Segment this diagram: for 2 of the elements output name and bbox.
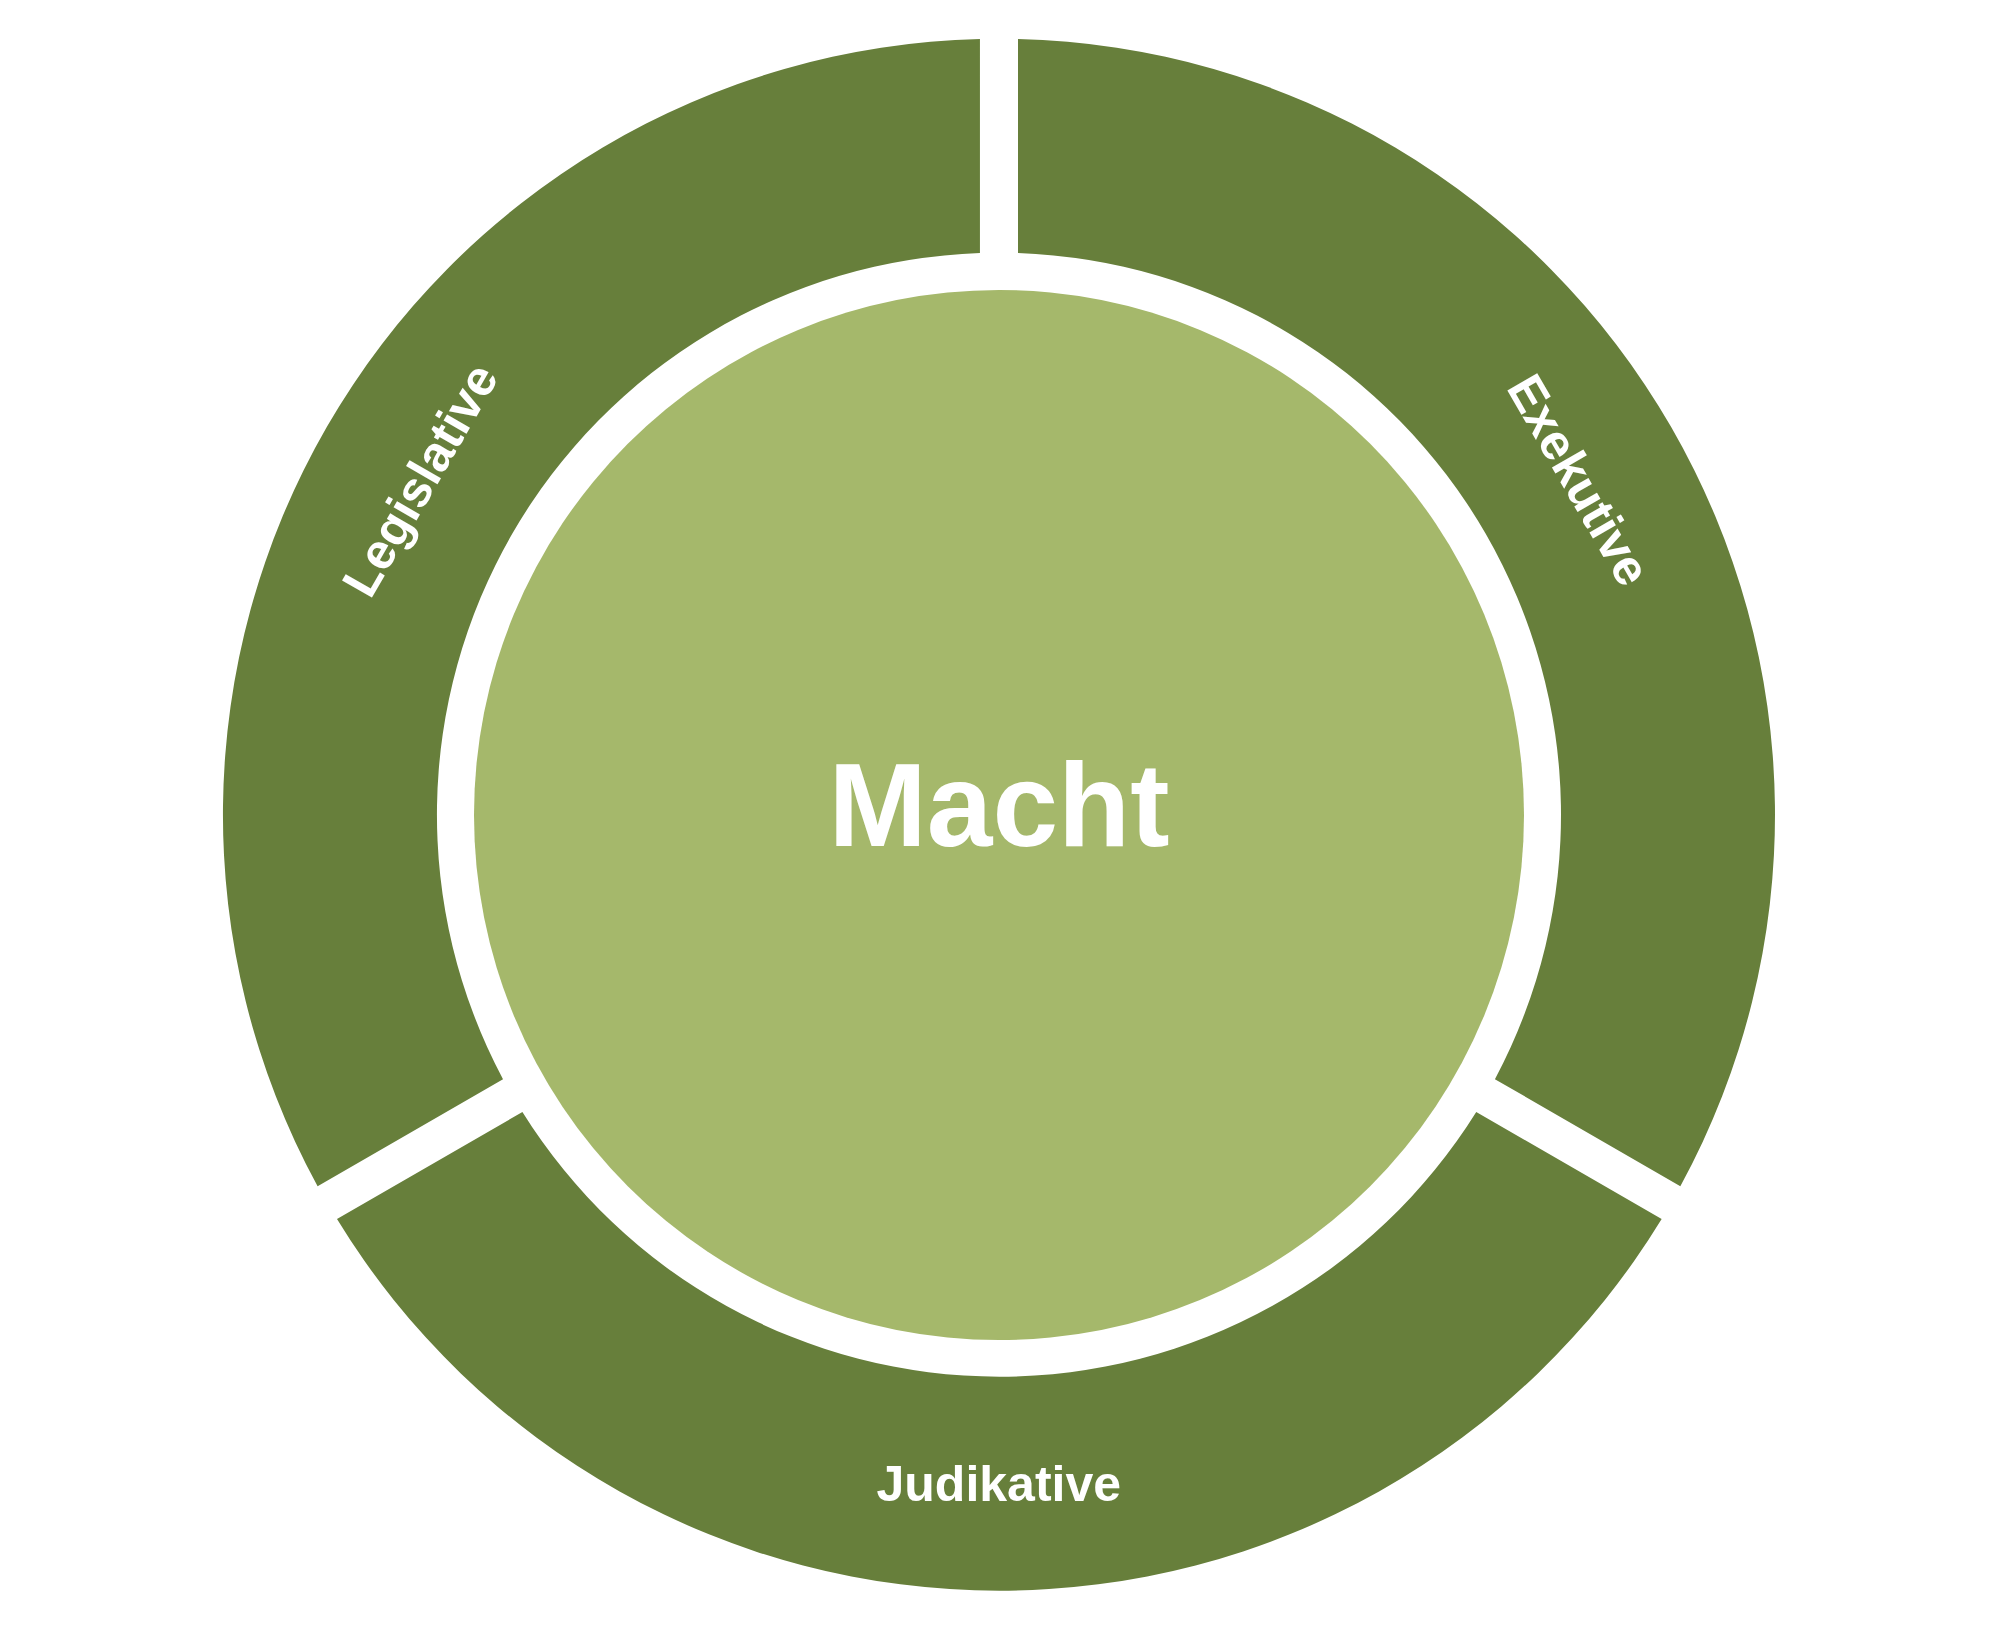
segment-label: Judikative [876,1459,1122,1509]
center-label: Macht [828,746,1170,864]
